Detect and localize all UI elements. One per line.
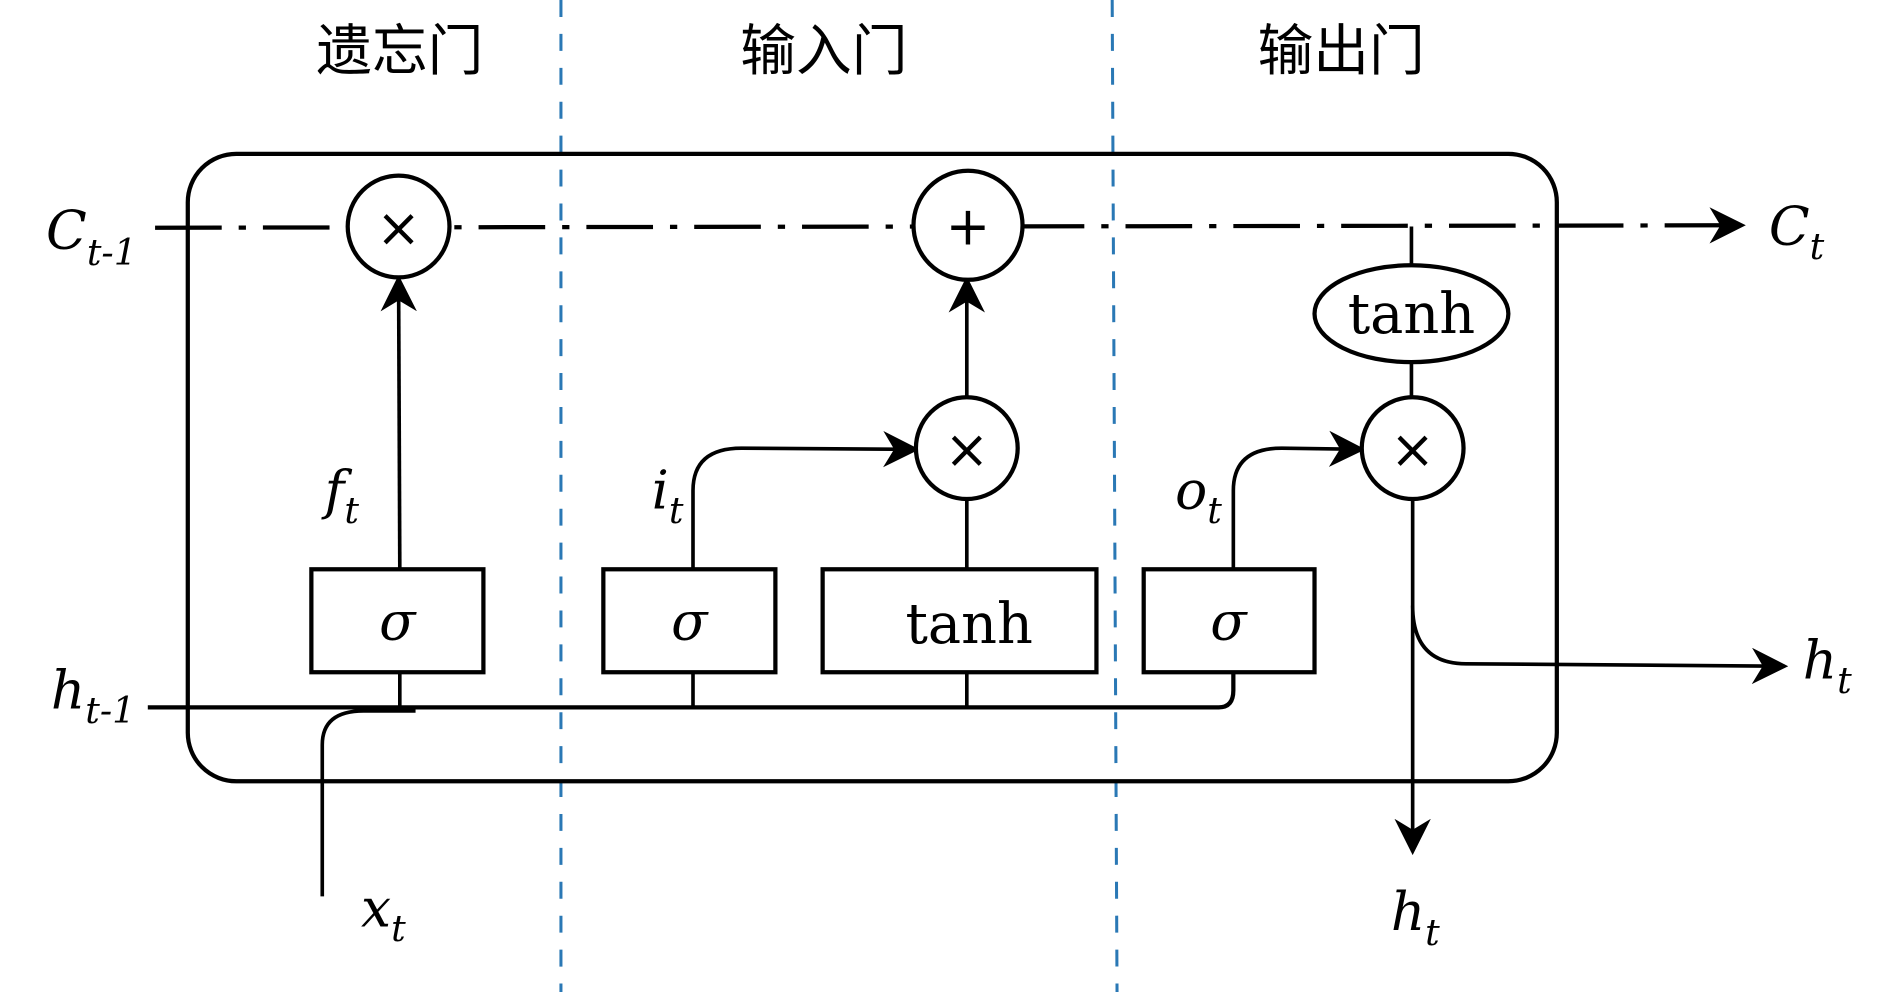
header-forget-gate: 遗忘门 bbox=[316, 19, 483, 84]
forget-arrow bbox=[380, 274, 417, 570]
input-arrow bbox=[691, 430, 920, 570]
output-multiply-op: × bbox=[1359, 395, 1466, 502]
svg-text:×: × bbox=[1390, 419, 1435, 481]
input-sigma-box: σ bbox=[601, 567, 778, 675]
svg-text:+: + bbox=[946, 196, 991, 258]
label-x: xt bbox=[361, 878, 406, 951]
label-o: ot bbox=[1175, 460, 1222, 533]
label-f: ft bbox=[321, 460, 360, 533]
header-input-gate: 输入门 bbox=[740, 19, 907, 84]
lstm-cell-frame bbox=[185, 151, 1559, 784]
cell-add-op: + bbox=[911, 168, 1025, 282]
label-h-prev: ht-1 bbox=[51, 660, 135, 733]
label-c-out: Ct bbox=[1769, 196, 1825, 269]
svg-text:tanh: tanh bbox=[1348, 282, 1475, 347]
svg-text:×: × bbox=[944, 419, 989, 481]
h-right-arrow bbox=[1410, 605, 1789, 685]
label-h-down: ht bbox=[1391, 881, 1440, 954]
cell-tanh-op: tanh bbox=[1312, 263, 1511, 365]
separator-2 bbox=[1110, 0, 1119, 992]
svg-text:σ: σ bbox=[671, 591, 709, 653]
svg-text:×: × bbox=[376, 197, 421, 259]
forget-sigma-box: σ bbox=[309, 567, 486, 675]
input-multiply-op: × bbox=[913, 395, 1020, 502]
label-c-prev: Ct-1 bbox=[46, 199, 137, 274]
label-i: it bbox=[652, 460, 684, 533]
output-arrow bbox=[1231, 430, 1366, 570]
header-output-gate: 输出门 bbox=[1258, 19, 1425, 84]
hidden-state-bus bbox=[147, 672, 1236, 710]
svg-text:σ: σ bbox=[379, 591, 417, 653]
candidate-tanh-box: tanh bbox=[820, 567, 1099, 675]
output-sigma-box: σ bbox=[1141, 567, 1317, 675]
forget-multiply-op: × bbox=[345, 173, 452, 280]
svg-text:tanh: tanh bbox=[906, 592, 1033, 657]
x-input-line bbox=[320, 709, 416, 897]
label-h-right: ht bbox=[1803, 629, 1852, 702]
svg-text:σ: σ bbox=[1210, 591, 1248, 653]
